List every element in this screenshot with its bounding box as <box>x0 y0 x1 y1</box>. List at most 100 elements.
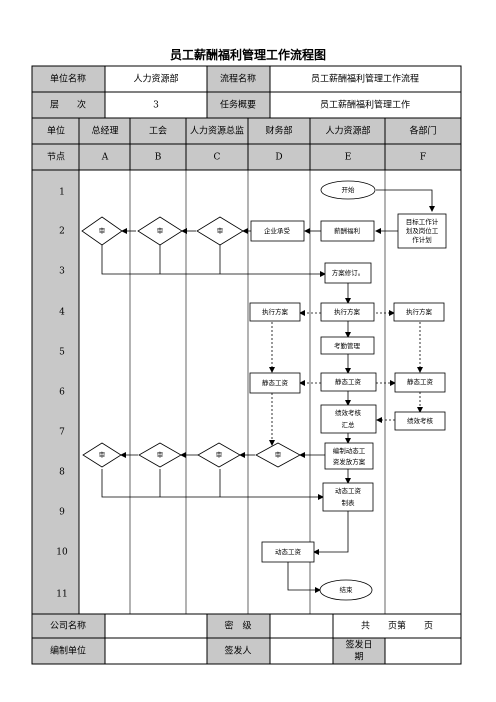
dept-hr-director: 人力资源总监 <box>190 125 244 137</box>
perf-summary-box <box>320 404 377 434</box>
perf-summary-label: 汇总 <box>342 420 356 429</box>
page-title: 员工薪酬福利管理工作流程图 <box>169 48 326 62</box>
target-plan-label: 目标工作计 <box>406 217 439 226</box>
start-label: 开始 <box>342 185 356 194</box>
review-diamond <box>196 216 244 246</box>
review-diamond <box>81 216 123 246</box>
row-number: 2 <box>59 227 65 237</box>
node-letter-b: B <box>155 153 162 163</box>
perf-eval-box <box>394 411 446 431</box>
exec-plan-box-hr <box>320 302 375 322</box>
editor-unit-label: 编制单位 <box>50 645 86 657</box>
review-label: 审 <box>99 226 106 235</box>
secret-level-label: 密 级 <box>224 620 251 632</box>
dynamic-plan-label: 资发放方案 <box>333 457 366 466</box>
node-letter-f: F <box>420 153 426 163</box>
exec-plan-box-finance <box>249 302 301 322</box>
review-diamond <box>255 442 301 468</box>
review-label: 审 <box>275 450 282 459</box>
level-label: 层 次 <box>50 99 86 111</box>
dashed-connectors <box>269 310 423 446</box>
level-value: 3 <box>153 101 159 111</box>
unit-column-label: 单位 <box>47 125 65 137</box>
review-label: 审 <box>157 226 164 235</box>
row-number: 11 <box>56 590 67 600</box>
row-number: 5 <box>59 348 65 358</box>
dynamic-table-label: 制表 <box>342 498 356 507</box>
review-label: 审 <box>157 450 164 459</box>
row-number: 3 <box>59 267 65 277</box>
row-number: 10 <box>56 548 68 558</box>
row-number: 4 <box>59 308 65 318</box>
task-summary-value: 员工薪酬福利管理工作 <box>320 99 410 111</box>
page-count: 共 页第 页 <box>361 620 433 632</box>
enterprise-bear-box <box>250 220 305 242</box>
task-summary-label: 任务概要 <box>220 99 256 111</box>
review-diamond <box>137 216 183 246</box>
node-letter-c: C <box>214 153 221 163</box>
node-letter-a: A <box>101 153 109 163</box>
unit-name-value: 人力资源部 <box>133 73 178 85</box>
flow-connectors <box>101 189 435 593</box>
review-diamond <box>82 442 122 468</box>
row-number: 9 <box>59 508 65 518</box>
end-label: 结束 <box>340 585 354 594</box>
attendance-label: 考勤管理 <box>334 341 361 350</box>
review-diamond <box>197 442 241 468</box>
review-diamond <box>138 442 182 468</box>
issue-date-label: 期 <box>354 652 363 663</box>
dept-all: 各部门 <box>409 125 436 137</box>
row-number: 7 <box>59 428 65 438</box>
row-number: 6 <box>59 388 65 398</box>
node-letter-e: E <box>345 153 352 163</box>
dynamic-wage-box <box>261 541 315 563</box>
swimlane-lines <box>129 170 386 614</box>
dept-union: 工会 <box>149 125 167 137</box>
static-wage-label: 静态工资 <box>335 377 362 386</box>
exec-plan-box-depts <box>393 302 445 322</box>
node-column-label: 节点 <box>47 152 65 163</box>
flow-shapes <box>81 180 447 601</box>
static-wage-box-finance <box>249 372 301 394</box>
company-name-label: 公司名称 <box>50 620 86 632</box>
row-number: 8 <box>59 468 65 478</box>
unit-name-label: 单位名称 <box>50 73 86 85</box>
target-plan-label: 作计划 <box>412 235 432 244</box>
static-wage-box-hr <box>320 372 377 392</box>
signer-label: 签发人 <box>224 645 251 657</box>
perf-eval-label: 绩效考核 <box>407 416 434 425</box>
dept-hr: 人力资源部 <box>325 125 370 137</box>
dynamic-plan-box <box>324 442 374 470</box>
static-wage-label: 静态工资 <box>262 378 289 387</box>
node-letter-d: D <box>275 153 282 163</box>
exec-plan-label: 执行方案 <box>262 307 289 316</box>
end-terminator <box>319 579 373 601</box>
process-name-value: 员工薪酬福利管理工作流程 <box>311 73 419 85</box>
plan-revise-box <box>324 262 372 284</box>
dept-finance: 财务部 <box>265 125 292 137</box>
perf-summary-label: 绩效考核 <box>335 408 362 417</box>
static-wage-label: 静态工资 <box>407 377 434 386</box>
table-grid <box>31 65 462 665</box>
target-plan-box <box>397 213 447 249</box>
review-label: 审 <box>216 450 223 459</box>
dynamic-wage-label: 动态工资 <box>275 547 302 556</box>
start-terminator <box>320 180 376 200</box>
issue-date-label: 签发日 <box>345 639 372 651</box>
process-name-label: 流程名称 <box>220 73 256 85</box>
exec-plan-label: 执行方案 <box>406 307 433 316</box>
enterprise-bear-label: 企业承受 <box>264 226 291 235</box>
comp-welfare-box <box>320 220 375 242</box>
exec-plan-label: 执行方案 <box>334 307 361 316</box>
review-label: 审 <box>217 226 224 235</box>
dynamic-table-box <box>322 482 374 512</box>
row-number: 1 <box>59 188 65 198</box>
static-wage-box-depts <box>394 372 446 393</box>
dept-general-manager: 总经理 <box>91 125 118 137</box>
comp-welfare-label: 薪酬福利 <box>334 226 360 235</box>
grey-fills <box>32 66 461 664</box>
dynamic-plan-label: 编制动态工 <box>333 446 366 455</box>
dynamic-table-label: 动态工资 <box>335 486 362 495</box>
review-label: 审 <box>99 450 106 459</box>
